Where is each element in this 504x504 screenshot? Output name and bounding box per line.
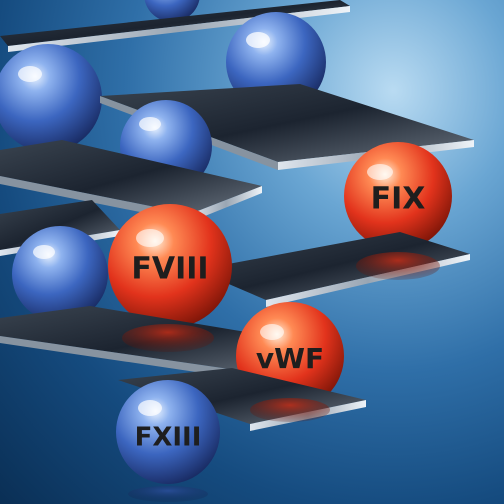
sphere-fix-label: FIX bbox=[371, 182, 426, 217]
sphere-fix: FIX bbox=[344, 142, 452, 250]
fxiii-reflection bbox=[128, 486, 208, 502]
sphere-fxiii: FXIII bbox=[116, 380, 220, 484]
fix-reflection bbox=[356, 252, 440, 280]
sphere-blue-lower-left bbox=[12, 226, 108, 322]
sphere-fviii: FVIII bbox=[108, 204, 232, 328]
fviii-reflection bbox=[122, 324, 214, 352]
sphere-vwf-label: vWF bbox=[256, 342, 324, 375]
vwf-reflection bbox=[250, 398, 330, 422]
sphere-fviii-label: FVIII bbox=[131, 252, 208, 287]
sphere-blue-left bbox=[0, 44, 102, 152]
sphere-fxiii-label: FXIII bbox=[135, 423, 202, 453]
